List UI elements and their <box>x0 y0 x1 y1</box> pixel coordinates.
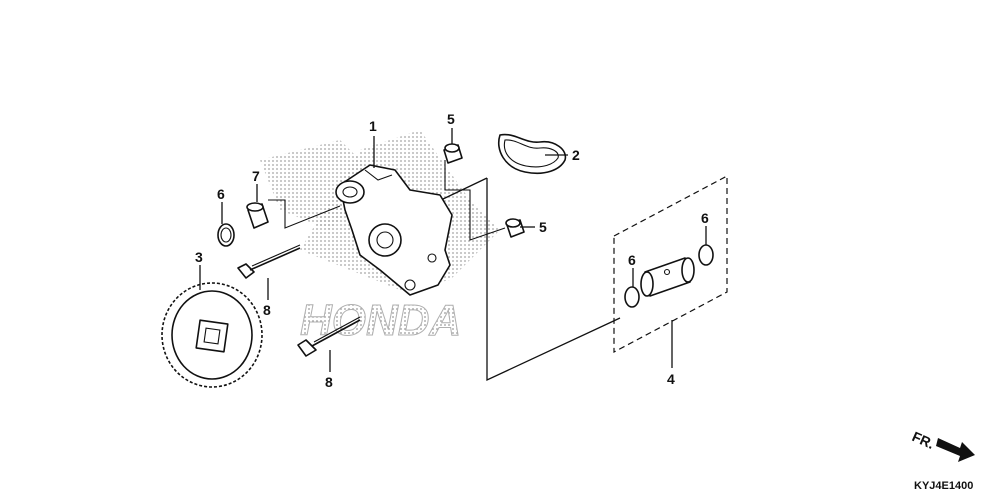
front-arrow-icon <box>936 438 975 462</box>
part-label-5-upper: 5 <box>447 111 455 127</box>
guide-line-dowel <box>444 160 506 241</box>
part-label-5-lower: 5 <box>539 219 547 235</box>
front-direction-label: FR. <box>910 428 937 452</box>
part-label-6-valve-right: 6 <box>701 210 709 226</box>
part-label-8-lower: 8 <box>325 374 333 390</box>
assembly-4-dashed-box <box>613 175 728 353</box>
bolt-lower <box>297 316 361 357</box>
diagram-code: KYJ4E1400 <box>914 480 973 492</box>
part-label-6-valve-left: 6 <box>628 252 636 268</box>
relief-valve <box>640 257 695 297</box>
gasket <box>498 133 567 175</box>
part-label-3: 3 <box>195 249 203 265</box>
o-ring-valve-left <box>624 286 640 308</box>
collar <box>246 202 269 229</box>
part-label-1: 1 <box>369 118 377 134</box>
o-ring-valve-right <box>698 244 714 266</box>
part-label-6-left: 6 <box>217 186 225 202</box>
part-label-7: 7 <box>252 168 260 184</box>
dowel-pin-lower <box>505 218 525 238</box>
honda-watermark-text: HONDA <box>300 296 461 345</box>
guide-line-bolt <box>268 199 341 229</box>
dowel-pin-upper <box>443 143 463 164</box>
oil-pump-gear <box>161 282 263 388</box>
o-ring-left <box>217 223 235 247</box>
bolt-upper <box>237 244 301 279</box>
mounting-outline <box>486 178 621 382</box>
part-label-8-upper: 8 <box>263 302 271 318</box>
oil-pump-body <box>335 164 453 296</box>
part-label-2: 2 <box>572 147 580 163</box>
part-label-4: 4 <box>667 371 675 387</box>
